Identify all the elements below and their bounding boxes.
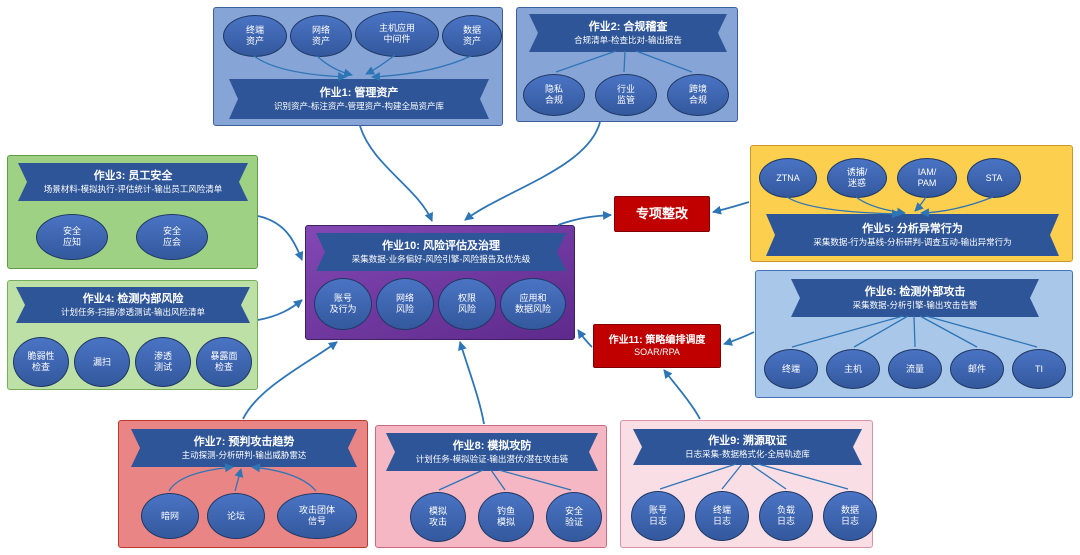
job1-banner: 作业1: 管理资产 识别资产-标注资产-管理资产-构建全局资产库 [229,79,489,119]
job4-item-penetration-test: 渗透 测试 [135,337,191,387]
job4-subtitle: 计划任务-扫描/渗透测试-输出风险清单 [60,306,206,317]
job3-employee-security-group: 作业3: 员工安全 场景材料-模拟执行-评估统计-输出员工风险清单 安全 应知 … [7,155,258,269]
job6-external-attack-group: 作业6: 检测外部攻击 采集数据-分析引擎-输出攻击告警 终端 主机 流量 邮件… [755,270,1073,398]
job1-manage-assets-group: 终端 资产 网络 资产 主机应用 中间件 数据 资产 作业1: 管理资产 识别资… [213,7,503,126]
job2-subtitle: 合规清单-检查比对-输出报告 [574,34,682,45]
job7-item-attack-group-signal: 攻击团体 信号 [277,493,357,539]
job8-title: 作业8: 模拟攻防 [452,440,532,453]
job7-subtitle: 主动探测-分析研判-输出威胁雷达 [181,449,307,460]
job9-banner: 作业9: 溯源取证 日志采集-数据格式化-全局轨迹库 [633,429,862,465]
job6-item-host: 主机 [826,349,880,389]
job4-internal-risk-group: 作业4: 检测内部风险 计划任务-扫描/渗透测试-输出风险清单 脆弱性 检查 漏… [7,280,258,390]
job5-item-ztna: ZTNA [759,158,817,198]
job4-item-vuln-scan: 漏扫 [74,337,130,387]
job9-item-data-log: 数据 日志 [823,491,877,541]
job3-item-security-skills: 安全 应会 [136,214,208,260]
job4-banner: 作业4: 检测内部风险 计划任务-扫描/渗透测试-输出风险清单 [16,287,250,323]
job5-banner: 作业5: 分析异常行为 采集数据-行为基线-分析研判-调查互动-输出异常行为 [766,214,1059,256]
job9-forensics-group: 作业9: 溯源取证 日志采集-数据格式化-全局轨迹库 账号 日志 终端 日志 负… [620,420,877,548]
job8-attack-simulation-group: 作业8: 模拟攻防 计划任务-模拟验证-输出潜伏/潜在攻击链 模拟 攻击 钓鱼 … [375,425,607,548]
job2-item-industry-regulation: 行业 监管 [595,74,657,116]
job6-banner: 作业6: 检测外部攻击 采集数据-分析引擎-输出攻击告警 [791,279,1039,317]
job5-item-decoy: 诱捕/ 迷惑 [827,158,887,198]
job7-banner: 作业7: 预判攻击趋势 主动探测-分析研判-输出威胁雷达 [131,429,357,467]
special-remediation-label: 专项整改 [635,205,688,221]
job1-item-host-middleware: 主机应用 中间件 [355,11,439,57]
job3-subtitle: 场景材料-模拟执行-评估统计-输出员工风险清单 [43,183,223,194]
job4-title: 作业4: 检测内部风险 [82,293,184,306]
job10-risk-assessment-group: 作业10: 风险评估及治理 采集数据-业务偏好-风险引擎-风险报告及优先级 账号… [305,225,575,340]
job5-subtitle: 采集数据-行为基线-分析研判-调查互动-输出异常行为 [813,236,1012,247]
job11-soar-node: 作业11: 策略编排调度 SOAR/RPA [593,324,721,368]
job8-item-security-validation: 安全 验证 [546,492,602,542]
job8-item-simulated-attack: 模拟 攻击 [410,492,466,542]
job3-item-security-awareness: 安全 应知 [36,214,108,260]
special-remediation-node: 专项整改 [614,196,710,232]
job10-title: 作业10: 风险评估及治理 [382,240,500,253]
job11-title: 作业11: 策略编排调度 [608,335,706,347]
job2-title: 作业2: 合规稽查 [588,21,668,34]
job6-item-ti: TI [1012,349,1066,389]
job5-item-iam-pam: IAM/ PAM [897,158,957,198]
job7-attack-trend-group: 作业7: 预判攻击趋势 主动探测-分析研判-输出威胁雷达 暗网 论坛 攻击团体 … [118,420,368,548]
job10-item-account-behavior: 账号 及行为 [314,278,372,330]
job6-item-terminal: 终端 [764,349,818,389]
job10-banner: 作业10: 风险评估及治理 采集数据-业务偏好-风险引擎-风险报告及优先级 [316,233,566,271]
job9-subtitle: 日志采集-数据格式化-全局轨迹库 [685,448,810,459]
job3-title: 作业3: 员工安全 [93,170,173,183]
job10-item-network-risk: 网络 风险 [376,278,434,330]
job9-item-account-log: 账号 日志 [631,491,685,541]
job6-subtitle: 采集数据-分析引擎-输出攻击告警 [852,299,978,310]
job6-item-mail: 邮件 [950,349,1004,389]
job3-banner: 作业3: 员工安全 场景材料-模拟执行-评估统计-输出员工风险清单 [18,163,248,201]
job8-subtitle: 计划任务-模拟验证-输出潜伏/潜在攻击链 [415,453,569,464]
job5-item-sta: STA [967,158,1021,198]
job8-banner: 作业8: 模拟攻防 计划任务-模拟验证-输出潜伏/潜在攻击链 [386,433,598,471]
job2-item-privacy-compliance: 隐私 合规 [523,74,585,116]
job10-item-permission-risk: 权限 风险 [438,278,496,330]
job7-item-darkweb: 暗网 [141,493,199,539]
job2-item-crossborder-compliance: 跨境 合规 [667,74,729,116]
job5-abnormal-behavior-group: ZTNA 诱捕/ 迷惑 IAM/ PAM STA 作业5: 分析异常行为 采集数… [750,145,1073,262]
job1-item-terminal-assets: 终端 资产 [223,15,287,57]
job6-item-traffic: 流量 [888,349,942,389]
job11-subtitle: SOAR/RPA [634,347,680,358]
job9-title: 作业9: 溯源取证 [708,435,787,448]
job8-item-phishing-simulation: 钓鱼 模拟 [478,492,534,542]
job1-subtitle: 识别资产-标注资产-管理资产-构建全局资产库 [274,100,444,111]
job2-compliance-group: 作业2: 合规稽查 合规清单-检查比对-输出报告 隐私 合规 行业 监管 跨境 … [516,7,738,122]
job1-item-network-assets: 网络 资产 [290,15,352,57]
job5-title: 作业5: 分析异常行为 [862,223,963,236]
job1-title: 作业1: 管理资产 [319,87,399,100]
job7-item-forum: 论坛 [207,493,265,539]
job9-item-terminal-log: 终端 日志 [695,491,749,541]
job6-title: 作业6: 检测外部攻击 [864,286,966,299]
job1-item-data-assets: 数据 资产 [442,15,502,57]
job10-subtitle: 采集数据-业务偏好-风险引擎-风险报告及优先级 [351,253,531,264]
job2-banner: 作业2: 合规稽查 合规清单-检查比对-输出报告 [529,14,727,52]
job4-item-exposure-check: 暴露面 检查 [196,337,252,387]
job9-item-workload-log: 负载 日志 [759,491,813,541]
job4-item-vulnerability-check: 脆弱性 检查 [13,337,69,387]
job7-title: 作业7: 预判攻击趋势 [193,436,295,449]
job10-item-app-data-risk: 应用和 数据风险 [500,278,566,330]
